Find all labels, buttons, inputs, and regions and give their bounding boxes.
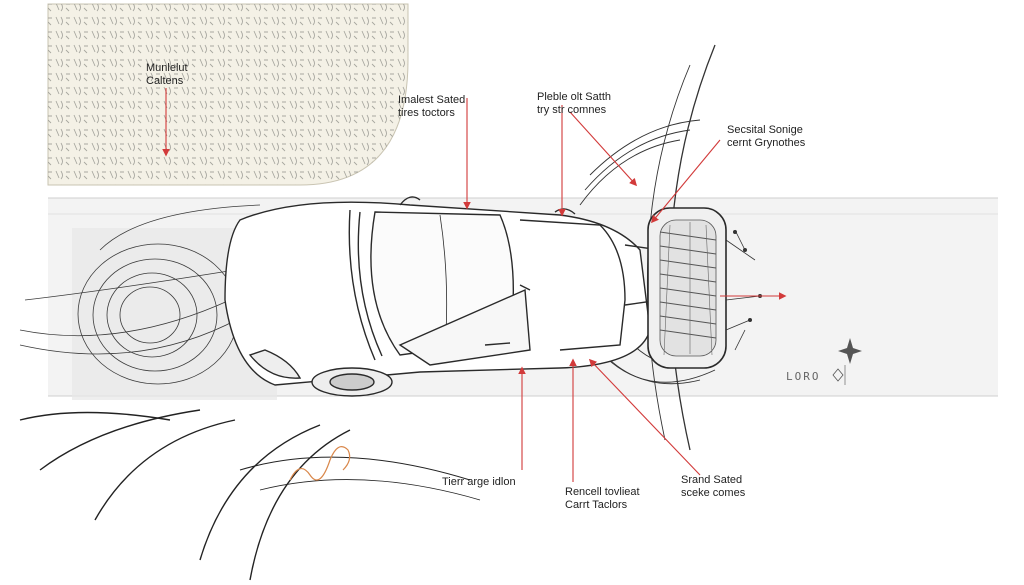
arrow-bottom-3 <box>588 358 701 476</box>
sweep-lines-bottom-left <box>19 409 481 581</box>
arrow-top-2b <box>569 111 638 187</box>
script-texture-panel <box>47 3 409 186</box>
orange-squiggle <box>289 446 351 481</box>
callout-top-1: Imalest Sated tires toctors <box>398 94 466 119</box>
motion-swirls-left <box>19 204 261 385</box>
callout-bottom-3: Srand Sated sceke comes <box>681 474 746 499</box>
callout-top-right: Secsital Sonige cernt Grynothes <box>727 124 806 149</box>
car-top-view <box>224 196 661 397</box>
callout-bottom-1: Tierr arge idlon <box>442 476 516 488</box>
callout-top-left: Munlelut Caltens <box>146 62 188 87</box>
callout-arrows <box>162 88 787 482</box>
compass-star-icon <box>832 338 862 385</box>
callout-bottom-2: Rencell tovlieat Carrt Taclors <box>565 486 640 511</box>
callout-top-2: Pleble olt Satth try str comnes <box>537 91 611 116</box>
logo-text: LORO <box>786 370 821 383</box>
arrow-top-right <box>651 139 721 224</box>
tire-detail <box>647 207 762 369</box>
